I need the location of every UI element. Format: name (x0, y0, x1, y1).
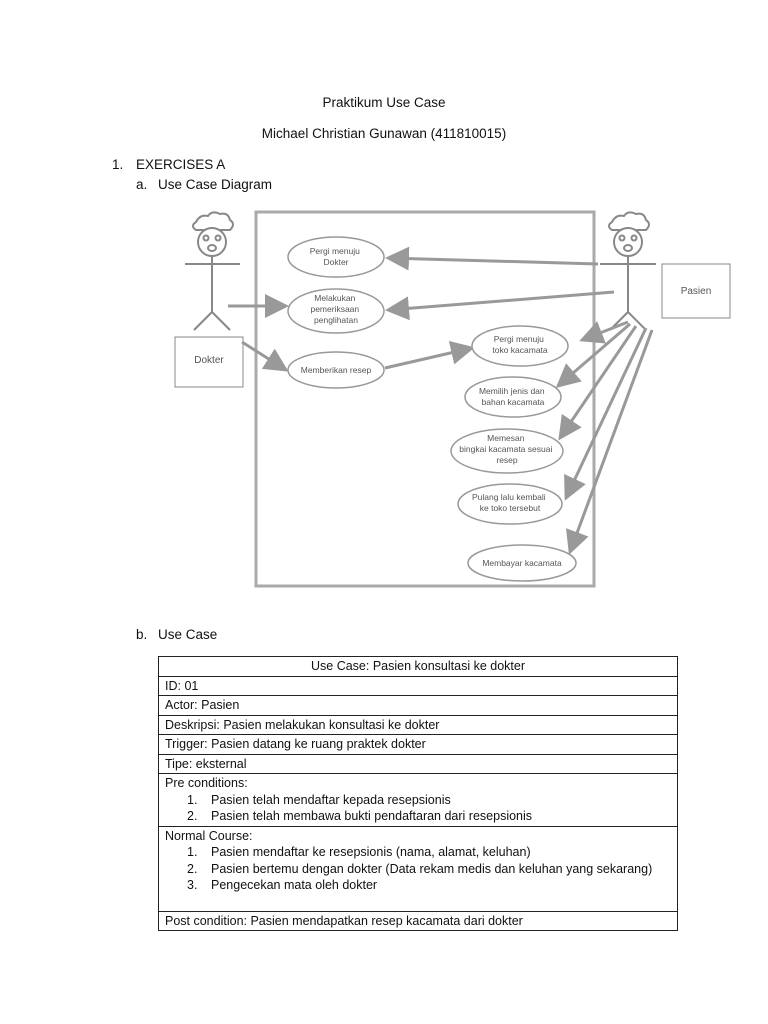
use-case-tipe: Tipe: eksternal (158, 753, 678, 774)
table-row: Normal Course: 1.Pasien mendaftar ke res… (158, 825, 678, 912)
use-case-deskripsi: Deskripsi: Pasien melakukan konsultasi k… (158, 714, 678, 735)
section-number: 1. (112, 157, 124, 172)
actor-dokter-figure (185, 211, 240, 331)
use-case-diagram: Dokter Pasien Pergi menuju Dokter (174, 210, 731, 588)
uc5-line1: Memilih jenis dan (479, 386, 545, 396)
uc5-line2: bahan kacamata (482, 397, 545, 407)
table-row: ID: 01 (158, 675, 678, 696)
actor-dokter-label: Dokter (194, 355, 224, 366)
uc6-line1: Memesan (487, 433, 525, 443)
table-row: Actor: Pasien (158, 695, 678, 716)
use-case-post-condition: Post condition: Pasien mendapatkan resep… (158, 910, 678, 931)
svg-text:Pergi menuju Dokter: Pergi menuju Dokter (310, 246, 362, 267)
use-case-memberikan-resep: Memberikan resep (287, 351, 385, 389)
pre-conditions-label: Pre conditions: (165, 776, 248, 790)
uc2-line2: pemeriksaan (310, 304, 359, 314)
subsection-b-letter: b. (136, 627, 148, 642)
table-row: Trigger: Pasien datang ke ruang praktek … (158, 734, 678, 755)
subsection-a-letter: a. (136, 177, 148, 192)
uc1-line2: Dokter (323, 257, 348, 267)
use-case-id: ID: 01 (158, 675, 678, 696)
uc2-line3: penglihatan (314, 315, 358, 325)
uc2-line1: Melakukan (314, 293, 355, 303)
list-item: 1.Pasien telah mendaftar kepada resepsio… (187, 792, 451, 807)
use-case-pemeriksaan: Melakukan pemeriksaan penglihatan (287, 288, 385, 334)
actor-pasien-box (661, 263, 731, 319)
svg-text:Melakukan pemeriksaan: Melakukan pemeriksaan penglihatan (310, 293, 361, 325)
use-case-memesan-bingkai: Memesan bingkai kacamata sesuai resep (450, 428, 564, 474)
actor-dokter-box (174, 336, 244, 388)
system-boundary (254, 210, 596, 588)
association-lines (228, 246, 654, 555)
list-item: 2.Pasien telah membawa bukti pendaftaran… (187, 809, 533, 823)
use-case-table: Use Case: Pasien konsultasi ke dokter ID… (158, 656, 678, 931)
use-case-pergi-dokter: Pergi menuju Dokter (287, 236, 385, 278)
subsection-a-heading: Use Case Diagram (158, 177, 273, 192)
author-line: Michael Christian Gunawan (411810015) (261, 126, 507, 141)
actor-pasien-figure (600, 211, 656, 331)
uc7-line2: ke toko tersebut (480, 503, 541, 513)
svg-text:Memesan bingkai kacamata: Memesan bingkai kacamata sesuai resep (459, 433, 554, 465)
uc4-line2: toko kacamata (492, 345, 548, 355)
list-item: 1.Pasien mendaftar ke resepsionis (nama,… (187, 845, 531, 859)
table-row: Post condition: Pasien mendapatkan resep… (158, 910, 678, 931)
use-case-pulang-kembali: Pulang lalu kembali ke toko tersebut (457, 483, 563, 525)
uc1-line1: Pergi menuju (310, 246, 360, 256)
uc3-line1: Memberikan resep (301, 365, 372, 375)
pre-conditions-cell: Pre conditions: 1.Pasien telah mendaftar… (158, 773, 678, 827)
table-row: Use Case: Pasien konsultasi ke dokter (158, 656, 678, 677)
use-case-trigger: Trigger: Pasien datang ke ruang praktek … (158, 734, 678, 755)
svg-text:Pergi menuju toko kacama: Pergi menuju toko kacamata (492, 334, 548, 355)
use-case-pergi-toko: Pergi menuju toko kacamata (471, 325, 569, 367)
svg-text:Pulang lalu kembali ke t: Pulang lalu kembali ke toko tersebut (472, 492, 548, 513)
subsection-b-heading: Use Case (158, 627, 218, 642)
use-case-membayar: Membayar kacamata (467, 544, 577, 582)
use-case-memilih-jenis: Memilih jenis dan bahan kacamata (464, 376, 562, 418)
use-case-actor: Actor: Pasien (158, 695, 678, 716)
section-heading: EXERCISES A (136, 157, 226, 172)
uc4-line1: Pergi menuju (494, 334, 544, 344)
list-item: 3.Pengecekan mata oleh dokter (187, 878, 378, 892)
use-case-title: Use Case: Pasien konsultasi ke dokter (158, 656, 678, 677)
uc8-line1: Membayar kacamata (482, 558, 562, 568)
table-row: Pre conditions: 1.Pasien telah mendaftar… (158, 773, 678, 827)
normal-course-cell: Normal Course: 1.Pasien mendaftar ke res… (158, 825, 678, 912)
table-row: Tipe: eksternal (158, 753, 678, 774)
normal-course-label: Normal Course: (165, 828, 253, 843)
uc6-line3: resep (496, 455, 518, 465)
actor-pasien-label: Pasien (681, 286, 712, 297)
uc7-line1: Pulang lalu kembali (472, 492, 546, 502)
list-item: 2.Pasien bertemu dengan dokter (Data rek… (187, 861, 653, 876)
table-row: Deskripsi: Pasien melakukan konsultasi k… (158, 714, 678, 735)
uc6-line2: bingkai kacamata sesuai (459, 444, 552, 454)
page-title: Praktikum Use Case (322, 95, 446, 110)
svg-text:Memilih jenis dan bahan: Memilih jenis dan bahan kacamata (479, 386, 547, 407)
